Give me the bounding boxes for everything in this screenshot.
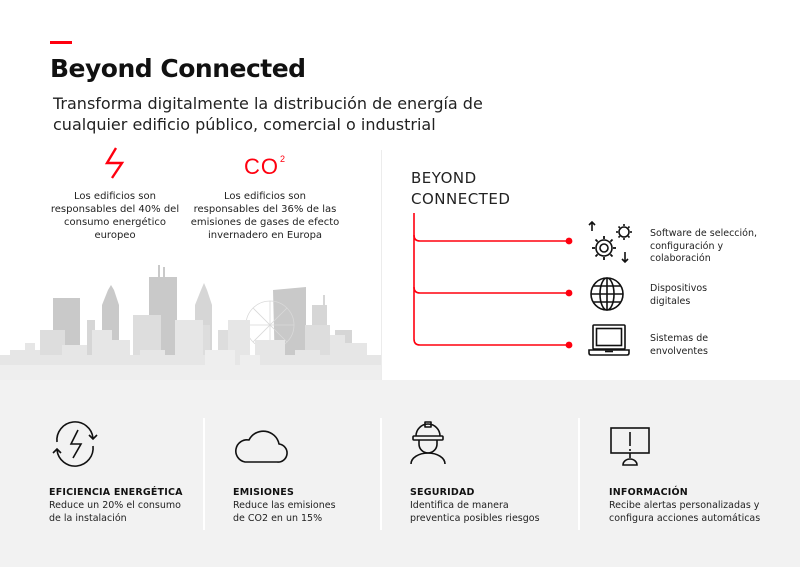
feature-information: INFORMACIÓN Recibe alertas personalizada… xyxy=(609,420,760,525)
energy-cycle-icon xyxy=(49,420,183,468)
bc-item-software: Software de selección, configuración y c… xyxy=(650,228,757,266)
lightning-icon xyxy=(50,146,180,180)
feature-safety: SEGURIDAD Identifica de manera preventic… xyxy=(410,420,540,525)
feature-energy-efficiency: EFICIENCIA ENERGÉTICA Reduce un 20% el c… xyxy=(49,420,183,525)
bc-item-enclosures: Sistemas de envolventes xyxy=(650,333,708,358)
city-skyline-illustration xyxy=(0,265,381,380)
feature-name: EMISIONES xyxy=(233,487,295,498)
bc-item-label: Software de selección, xyxy=(650,228,758,239)
stat-emissions: CO2 Los edificios son responsables del 3… xyxy=(190,146,340,242)
feature-name: INFORMACIÓN xyxy=(609,487,688,498)
stat-text: Los edificios son responsables del 40% d… xyxy=(50,191,180,241)
connector-tree-lines xyxy=(413,213,573,349)
feature-emissions: EMISIONES Reduce las emisiones de CO2 en… xyxy=(233,420,336,525)
features-band xyxy=(0,380,800,567)
gears-sync-icon xyxy=(588,220,632,264)
page-title: Beyond Connected xyxy=(50,54,306,83)
feature-divider xyxy=(578,418,580,530)
cloud-icon xyxy=(233,420,336,468)
feature-name: EFICIENCIA ENERGÉTICA xyxy=(49,487,183,498)
section-divider xyxy=(381,150,382,382)
feature-name: SEGURIDAD xyxy=(410,487,475,498)
bc-item-label: digitales xyxy=(650,295,691,307)
feature-divider xyxy=(203,418,205,530)
feature-desc: de CO2 en un 15% xyxy=(233,513,323,524)
bc-item-label: Dispositivos xyxy=(650,283,708,294)
stat-text: Los edificios son responsables del 36% d… xyxy=(190,191,340,241)
stat-energy-consumption: Los edificios son responsables del 40% d… xyxy=(50,146,180,242)
accent-bar xyxy=(50,41,72,44)
hard-hat-worker-icon xyxy=(410,420,540,468)
feature-desc: Reduce un 20% el consumo xyxy=(49,500,181,511)
feature-desc: Identifica de manera xyxy=(410,500,509,511)
heading-line: CONNECTED xyxy=(411,190,511,208)
bc-item-label: configuración y xyxy=(650,240,724,252)
globe-icon xyxy=(590,277,624,311)
bc-item-label: Sistemas de xyxy=(650,333,709,344)
co2-icon: CO2 xyxy=(190,146,340,180)
feature-desc: Recibe alertas personalizadas y xyxy=(609,500,760,511)
feature-desc: preventica posibles riesgos xyxy=(410,513,540,524)
feature-divider xyxy=(380,418,382,530)
bc-item-label: envolventes xyxy=(650,345,708,357)
heading-line: BEYOND xyxy=(411,169,477,187)
feature-desc: de la instalación xyxy=(49,513,127,524)
monitor-alert-icon xyxy=(609,420,760,468)
laptop-icon xyxy=(588,324,630,356)
beyond-connected-heading: BEYOND CONNECTED xyxy=(411,168,510,210)
feature-desc: Reduce las emisiones xyxy=(233,500,336,511)
feature-desc: configura acciones automáticas xyxy=(609,513,761,524)
co2-label: CO xyxy=(243,154,279,179)
bc-item-devices: Dispositivos digitales xyxy=(650,283,707,308)
bc-item-label: colaboración xyxy=(650,253,711,264)
co2-superscript: 2 xyxy=(279,154,286,164)
page-subtitle: Transforma digitalmente la distribución … xyxy=(53,94,483,134)
